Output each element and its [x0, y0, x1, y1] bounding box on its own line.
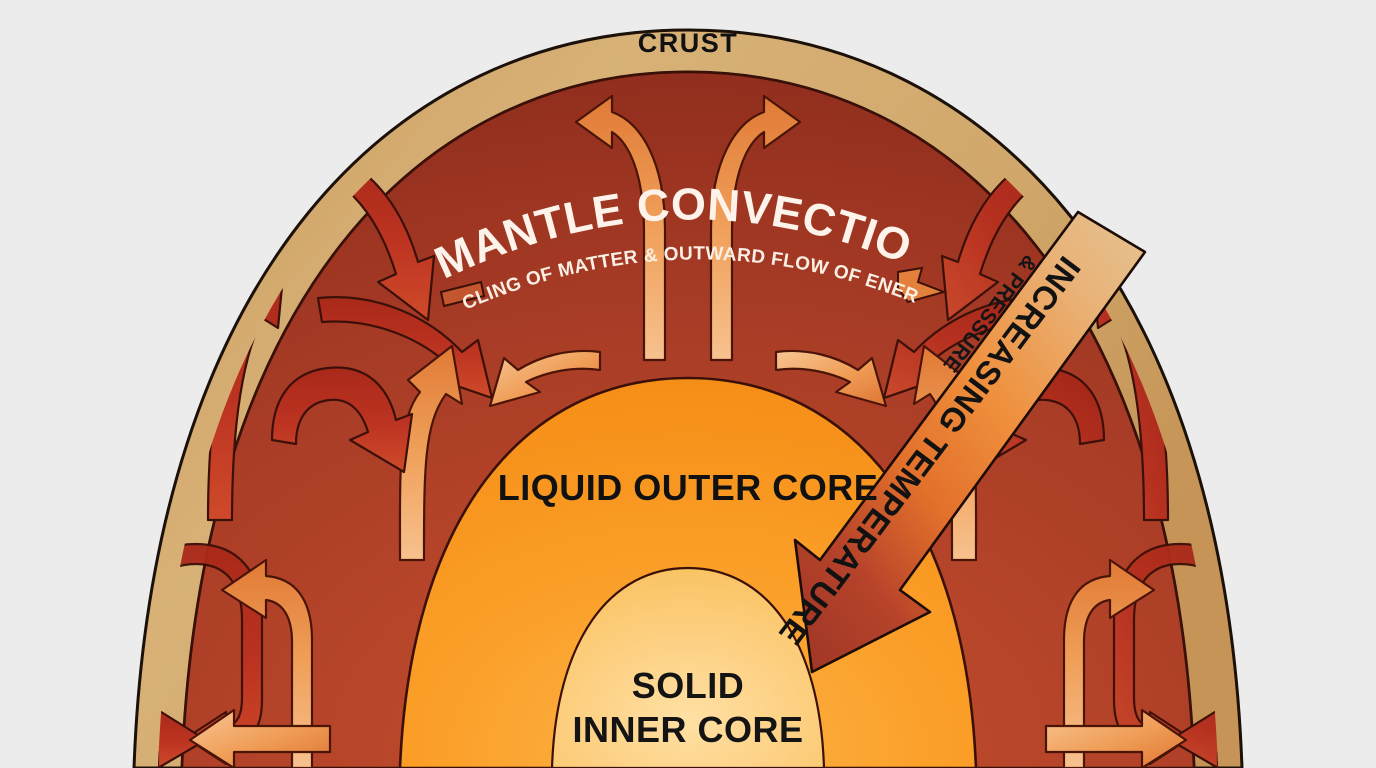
inner-core-label-line1: SOLID: [632, 665, 745, 706]
cell-arrow-right-hot-return: [1062, 558, 1156, 768]
inner-core-label-line2: INNER CORE: [572, 709, 803, 750]
flow-arrow-right-lower-hot: [774, 349, 888, 408]
subtitle-arrow-right: [897, 266, 948, 304]
rising-arrow-center-left: [574, 94, 667, 362]
outer-core-label: LIQUID OUTER CORE: [498, 467, 879, 508]
subtitle-dash-left: [439, 280, 486, 308]
earth-layers: [132, 28, 1244, 768]
cell-arrow-left-up-1: [398, 344, 464, 562]
converge-arrow-right-hot: [1044, 708, 1188, 768]
converge-arrow-left-hot: [188, 708, 332, 768]
cell-arrow-left-connector-top: [270, 366, 414, 474]
flow-arrow-left-lower-hot: [488, 349, 602, 408]
inner-core-layer: [550, 566, 826, 768]
converge-arrow-right-dark: [1168, 708, 1218, 768]
rising-arrow-center-right: [709, 94, 802, 362]
increasing-temperature-arrow: [793, 210, 1147, 674]
cell-arrow-left-hot-return: [220, 558, 314, 768]
crust-label: CRUST: [638, 28, 739, 58]
converge-arrow-left-dark: [158, 708, 208, 768]
temperature-arrow-shape: [793, 210, 1147, 674]
